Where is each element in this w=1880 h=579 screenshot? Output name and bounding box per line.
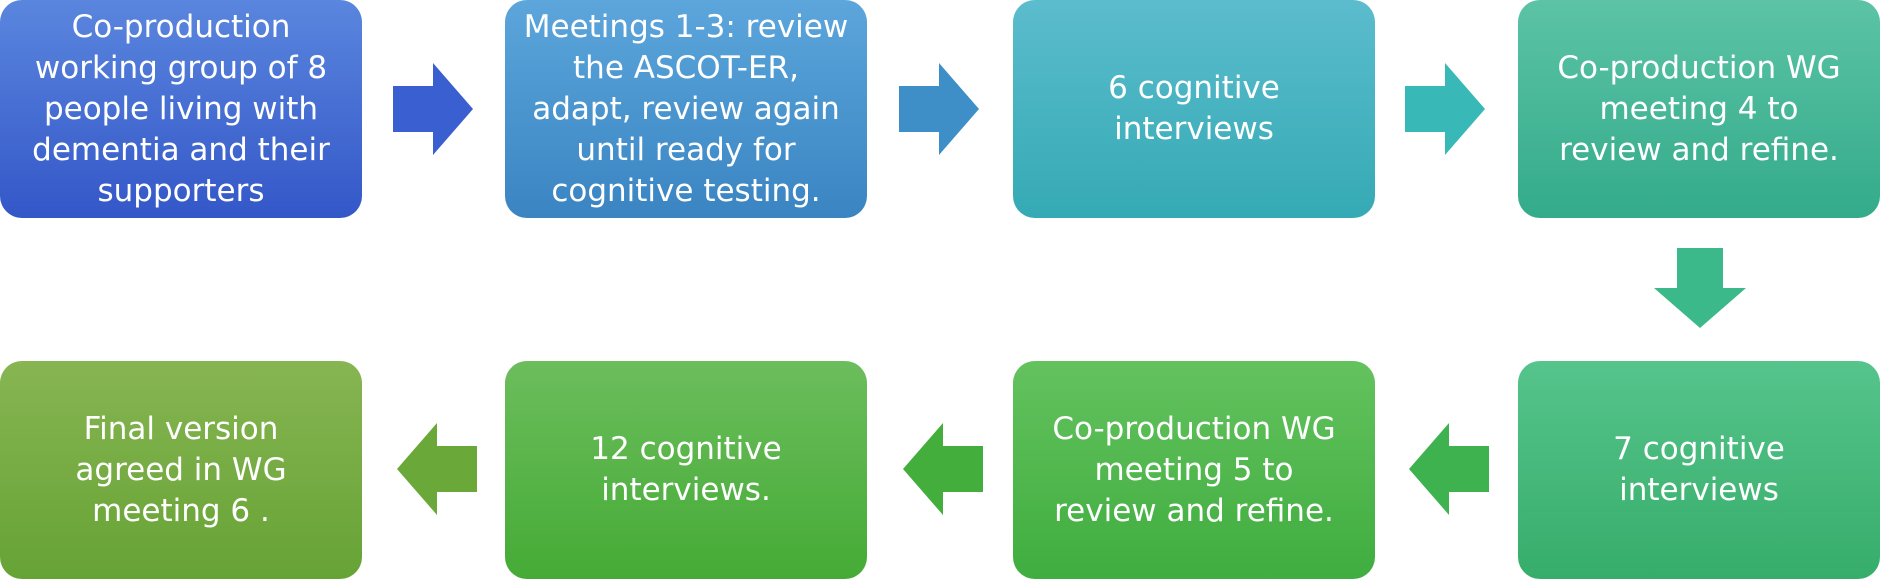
flow-step-5-text: 7 cognitive interviews (1613, 431, 1785, 508)
arrow-left-icon (397, 423, 477, 515)
flow-step-6: Co-production WG meeting 5 to review and… (1013, 361, 1375, 579)
flow-step-7: 12 cognitive interviews. (505, 361, 867, 579)
flow-step-7-text: 12 cognitive interviews. (590, 431, 782, 508)
flow-step-8-text: Final version agreed in WG meeting 6 . (75, 410, 287, 529)
arrow-right-icon (1405, 63, 1485, 155)
flow-step-2: Meetings 1-3: review the ASCOT-ER, adapt… (505, 0, 867, 218)
arrow-right-icon (899, 63, 979, 155)
flow-step-6-text: Co-production WG meeting 5 to review and… (1052, 410, 1336, 529)
flow-step-3-text: 6 cognitive interviews (1108, 70, 1280, 147)
arrow-left-icon (903, 423, 983, 515)
flow-step-1: Co-production working group of 8 people … (0, 0, 362, 218)
flow-step-1-text: Co-production working group of 8 people … (32, 8, 330, 209)
flow-step-2-text: Meetings 1-3: review the ASCOT-ER, adapt… (523, 8, 849, 209)
arrow-down-icon (1654, 248, 1746, 328)
flow-step-5: 7 cognitive interviews (1518, 361, 1880, 579)
flow-step-4-text: Co-production WG meeting 4 to review and… (1557, 49, 1841, 168)
flow-step-8: Final version agreed in WG meeting 6 . (0, 361, 362, 579)
flow-step-4: Co-production WG meeting 4 to review and… (1518, 0, 1880, 218)
arrow-right-icon (393, 63, 473, 155)
flow-step-3: 6 cognitive interviews (1013, 0, 1375, 218)
arrow-left-icon (1409, 423, 1489, 515)
